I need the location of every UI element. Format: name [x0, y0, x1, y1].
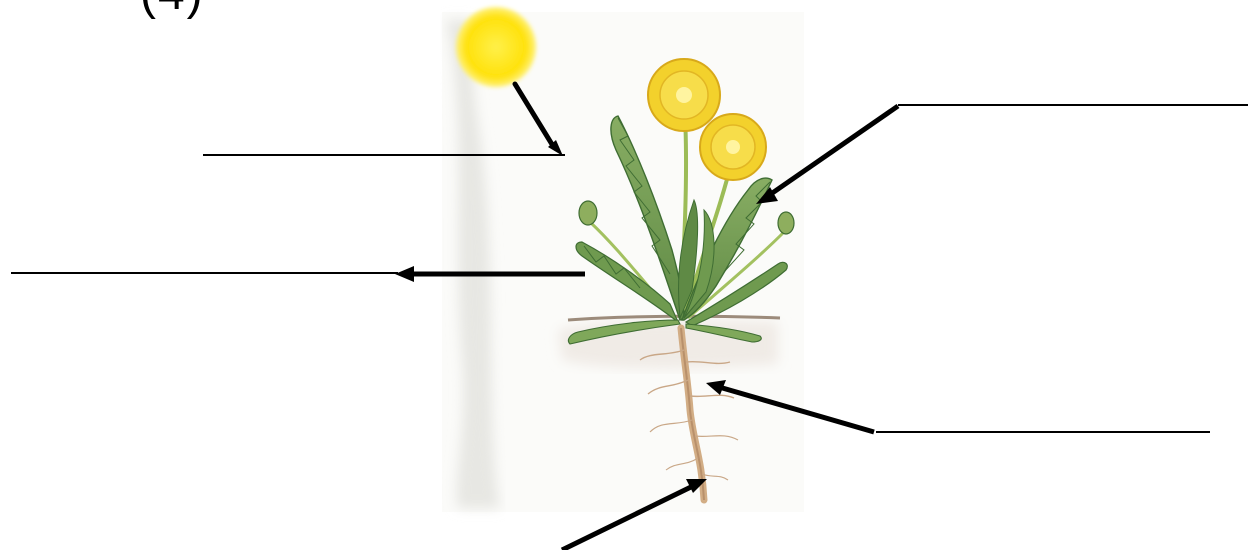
flower-head-lower	[700, 114, 766, 180]
flower-head-top	[648, 59, 720, 131]
sun-icon	[456, 7, 536, 87]
paper-background	[442, 12, 804, 512]
